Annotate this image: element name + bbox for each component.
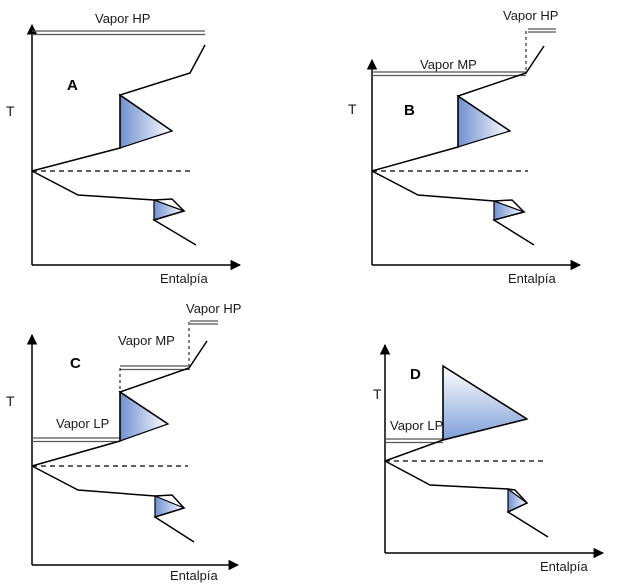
panel-d: T Entalpía D Vapor LP xyxy=(373,343,605,574)
panel-a-pocket-upper xyxy=(119,93,174,149)
panel-c-pocket-lower xyxy=(154,495,186,518)
panel-b-pocket-lower xyxy=(493,200,526,221)
panel-d-curve-lower xyxy=(384,460,549,538)
panel-b-pocket-upper xyxy=(457,94,512,148)
panel-b-enthalpy-label: Entalpía xyxy=(508,271,556,286)
panel-c-vapor-lp-label: Vapor LP xyxy=(56,416,109,431)
panel-a-curve-lower xyxy=(31,170,197,246)
panel-d-t-label: T xyxy=(373,386,382,402)
panel-b-curve-upper xyxy=(371,45,545,172)
panel-c-vapor-mp-label: Vapor MP xyxy=(118,333,175,348)
panel-a-pocket-lower xyxy=(153,199,186,221)
panel-c-pocket-upper xyxy=(119,390,170,442)
panel-c-t-label: T xyxy=(6,393,15,409)
panel-a-enthalpy-label: Entalpía xyxy=(160,271,208,286)
panel-a-t-label: T xyxy=(6,103,15,119)
panel-a: T Entalpía A Vapor HP xyxy=(6,11,242,286)
panel-d-letter: D xyxy=(410,366,421,383)
panel-b-vapor-hp-label: Vapor HP xyxy=(503,8,558,23)
panel-b-t-label: T xyxy=(348,101,357,117)
panel-d-curve-upper xyxy=(384,364,528,462)
panel-a-curve-upper xyxy=(31,44,206,172)
panel-d-enthalpy-label: Entalpía xyxy=(540,559,588,574)
panel-b-vapor-mp-label: Vapor MP xyxy=(420,57,477,72)
panel-b: T Entalpía B Vapor HP Vapor MP xyxy=(348,8,582,286)
panel-c: T Entalpía C Vapor HP Vapor MP Vapor LP xyxy=(6,301,241,583)
panel-d-vapor-lp-label: Vapor LP xyxy=(390,418,443,433)
panel-c-vapor-hp-label: Vapor HP xyxy=(186,301,241,316)
panel-a-letter: A xyxy=(67,77,78,94)
panel-c-curve-lower xyxy=(31,465,195,543)
panel-a-vapor-hp-label: Vapor HP xyxy=(95,11,150,26)
panel-c-enthalpy-label: Entalpía xyxy=(170,568,218,583)
panel-c-curve-upper xyxy=(31,340,208,467)
panel-b-curve-lower xyxy=(371,170,535,246)
panel-c-letter: C xyxy=(70,355,81,372)
panel-b-letter: B xyxy=(404,102,415,119)
